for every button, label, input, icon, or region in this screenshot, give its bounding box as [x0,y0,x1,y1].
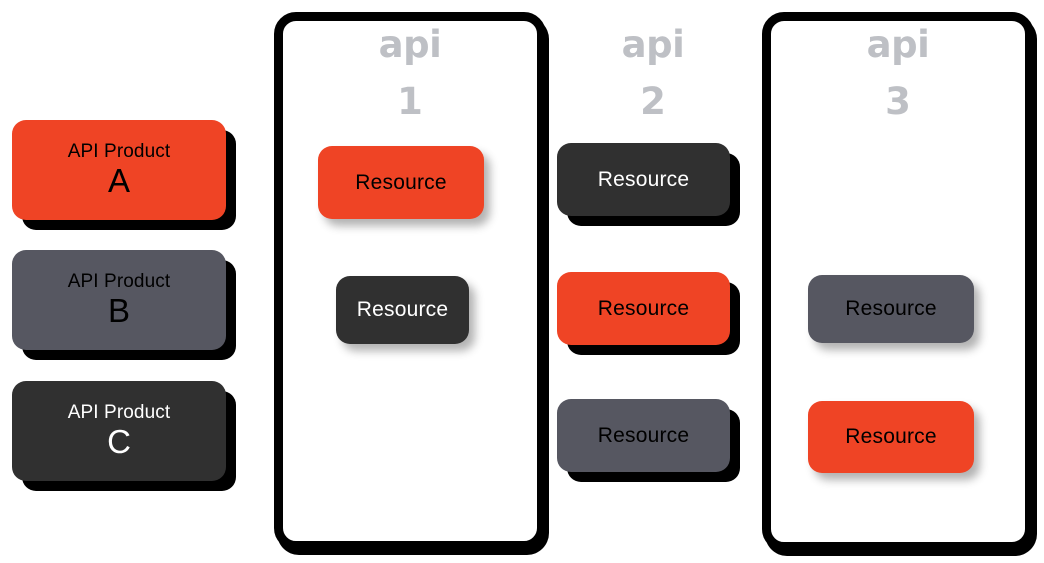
api-2-resource-2[interactable]: Resource [557,272,730,345]
api-2-resource-2-label: Resource [597,296,690,320]
api-product-a-title: API Product [67,140,171,162]
api-3-word: api [866,23,930,66]
api-1-resource-1[interactable]: Resource [318,146,484,219]
api-2-number: 2 [640,80,666,123]
api-product-c-box[interactable]: API Product C [12,381,226,481]
api-2-resource-1-label: Resource [597,167,690,191]
api-2-resource-3[interactable]: Resource [557,399,730,472]
api-1-container[interactable] [274,12,546,550]
api-2-label: api 2 [558,26,748,120]
api-2-resource-3-label: Resource [597,423,690,447]
api-product-a-box[interactable]: API Product A [12,120,226,220]
api-1-resource-1-label: Resource [355,170,447,194]
api-2-resource-1[interactable]: Resource [557,143,730,216]
api-3-label: api 3 [774,26,1022,120]
api-1-label: api 1 [286,26,534,120]
api-3-resource-1-label: Resource [845,297,937,320]
api-3-resource-2[interactable]: Resource [808,401,974,473]
api-product-b-title: API Product [67,270,171,292]
api-product-a-letter: A [107,161,130,199]
api-product-c-letter: C [107,422,131,460]
api-product-b-box[interactable]: API Product B [12,250,226,350]
api-product-c-title: API Product [67,401,171,423]
api-1-resource-2[interactable]: Resource [336,276,469,344]
api-1-word: api [378,23,442,66]
api-3-number: 3 [885,80,911,123]
api-3-resource-2-label: Resource [845,425,937,448]
api-2-word: api [621,23,685,66]
api-product-b-letter: B [107,291,130,329]
api-3-resource-1[interactable]: Resource [808,275,974,343]
api-1-resource-2-label: Resource [356,298,449,321]
api-1-number: 1 [397,80,423,123]
